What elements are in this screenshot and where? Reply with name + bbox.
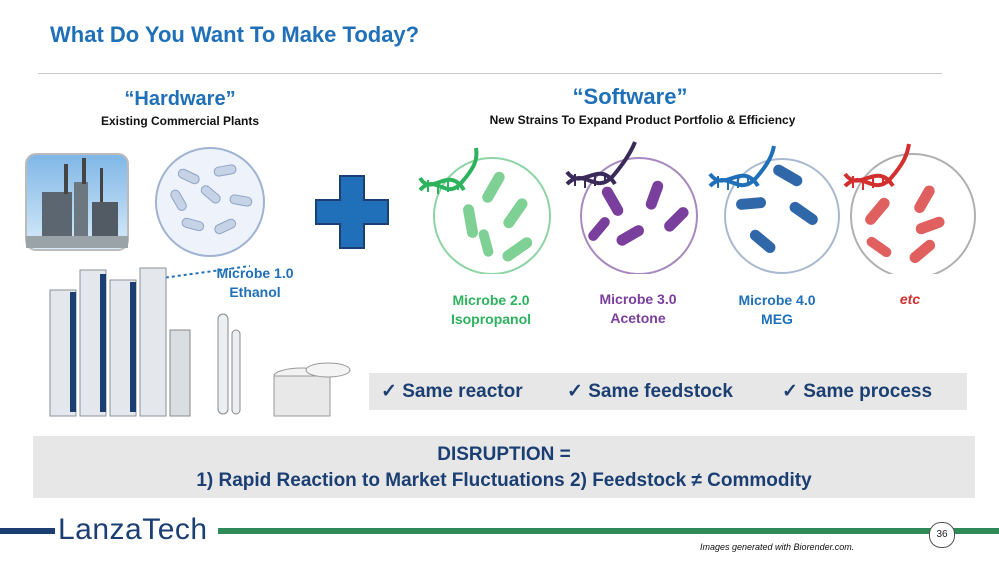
microbe-1-label: Microbe 1.0 Ethanol (195, 264, 315, 302)
microbe-4-label: Microbe 4.0 MEG (717, 291, 837, 329)
microbe-etc-label: etc (860, 290, 960, 309)
lanzatech-logo: LanzaTech (58, 513, 208, 547)
microbe-2-circle (416, 142, 556, 274)
microbe-1-name: Microbe 1.0 (195, 264, 315, 283)
footer-bar-right (218, 528, 999, 534)
microbe-4-product: MEG (717, 310, 837, 329)
plus-icon (314, 174, 390, 250)
image-credit: Images generated with Biorender.com. (700, 542, 854, 552)
check-item-process: ✓ Same process (782, 380, 932, 403)
disruption-points: 1) Rapid Reaction to Market Fluctuations… (33, 470, 975, 492)
checkmark-icon: ✓ (567, 381, 583, 402)
microbe-3-circle (565, 136, 705, 274)
title-divider (38, 73, 942, 74)
check-item-feedstock: ✓ Same feedstock (567, 380, 733, 403)
check-item-reactor: ✓ Same reactor (381, 380, 523, 403)
microbe-3-name: Microbe 3.0 (578, 290, 698, 309)
microbe-3-label: Microbe 3.0 Acetone (578, 290, 698, 328)
footer-bar-left (0, 528, 55, 534)
software-subtitle: New Strains To Expand Product Portfolio … (430, 113, 855, 127)
microbe-1-product: Ethanol (195, 283, 315, 302)
disruption-heading: DISRUPTION = (33, 444, 975, 466)
microbe-2-name: Microbe 2.0 (431, 291, 551, 310)
microbe-4-name: Microbe 4.0 (717, 291, 837, 310)
plant-illustration (40, 230, 360, 420)
checkmark-icon: ✓ (782, 381, 798, 402)
hardware-subtitle: Existing Commercial Plants (60, 114, 300, 128)
microbe-3-product: Acetone (578, 309, 698, 328)
microbe-2-product: Isopropanol (431, 310, 551, 329)
checks-bar: ✓ Same reactor ✓ Same feedstock ✓ Same p… (369, 373, 967, 410)
software-title: “Software” (480, 84, 780, 110)
checkmark-icon: ✓ (381, 381, 397, 402)
hardware-title: “Hardware” (80, 88, 280, 111)
microbe-2-label: Microbe 2.0 Isopropanol (431, 291, 551, 329)
microbe-4-circle (708, 140, 844, 274)
page-number: 36 (929, 522, 955, 548)
slide-title: What Do You Want To Make Today? (50, 22, 419, 48)
microbe-etc-circle (843, 138, 979, 274)
